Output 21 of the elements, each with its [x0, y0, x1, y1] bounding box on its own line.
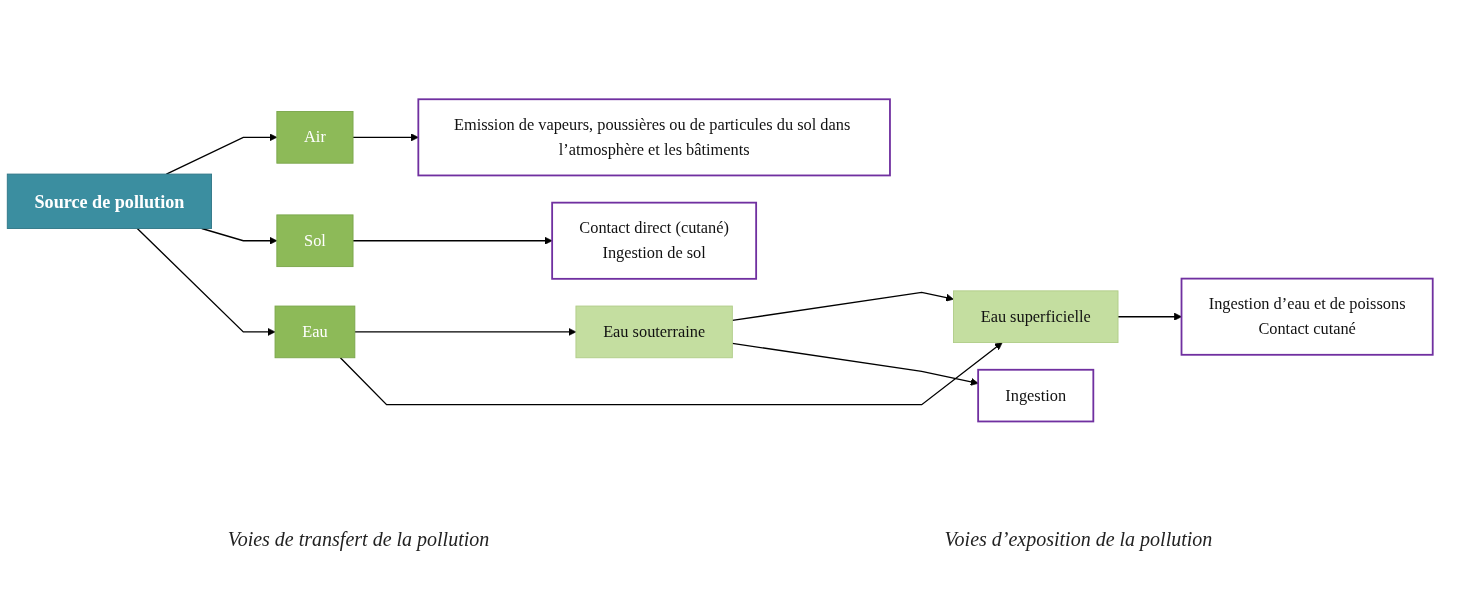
node-box: Sol [276, 214, 354, 267]
node-box: Eau superficielle [953, 290, 1119, 343]
node-box: Ingestion [977, 368, 1095, 422]
arrow [136, 227, 276, 336]
arrow [1117, 312, 1182, 321]
node-box: Ingestion d’eau et de poissons Contact cutané [1180, 277, 1434, 356]
section-caption: Voies d’exposition de la pollution [944, 528, 1213, 551]
node-box: Emission de vapeurs, poussières ou de particules du sol dans l’atmosphère et les bâtiments [417, 98, 891, 176]
arrow [354, 327, 577, 336]
node-box: Eau souterraine [575, 305, 733, 358]
arrow [731, 342, 979, 386]
node-box: Air [276, 110, 354, 164]
arrow [339, 341, 1003, 405]
arrow [352, 236, 553, 245]
node-box: Source de pollution [6, 173, 212, 229]
arrow [201, 227, 278, 245]
node-box: Eau [274, 305, 356, 358]
arrow [352, 133, 419, 141]
arrow [731, 291, 954, 321]
node-box: Contact direct (cutané) Ingestion de sol [551, 201, 758, 280]
section-caption: Voies de transfert de la pollution [227, 528, 490, 551]
